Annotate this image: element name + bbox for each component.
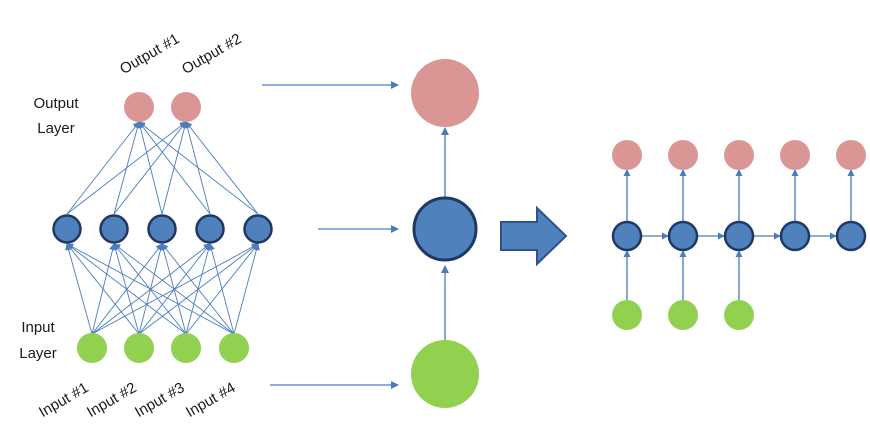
input-hidden-connection bbox=[161, 243, 235, 335]
abstract-hidden-node bbox=[412, 196, 478, 262]
output-layer-label: Output Layer bbox=[33, 95, 79, 137]
hidden-output-connection bbox=[113, 121, 141, 215]
input-hidden-connection bbox=[66, 243, 140, 335]
output-layer-label-line1: Output bbox=[33, 95, 79, 112]
unrolled-hidden-node bbox=[611, 220, 643, 252]
hidden-node bbox=[99, 214, 129, 244]
hidden-node bbox=[147, 214, 177, 244]
unrolled-output-node bbox=[612, 140, 642, 170]
abstract-output-node bbox=[411, 59, 479, 127]
hidden-output-connection bbox=[137, 121, 163, 215]
right-arrow-icon bbox=[500, 205, 568, 267]
hidden-node bbox=[52, 214, 82, 244]
hidden-output-connection bbox=[66, 121, 140, 215]
input-hidden-connection bbox=[233, 243, 260, 335]
input-node bbox=[171, 333, 201, 363]
input-node bbox=[219, 333, 249, 363]
unrolled-output-node bbox=[780, 140, 810, 170]
hidden-node bbox=[243, 214, 273, 244]
output-label-2: Output #2 bbox=[179, 30, 245, 78]
input-hidden-connection bbox=[65, 243, 93, 335]
unrolled-input-node bbox=[612, 300, 642, 330]
output-node bbox=[124, 92, 154, 122]
unrolled-output-node bbox=[724, 140, 754, 170]
input-node bbox=[77, 333, 107, 363]
output-label-1: Output #1 bbox=[117, 30, 183, 78]
hidden-output-connection bbox=[138, 121, 211, 215]
unrolled-output-node bbox=[668, 140, 698, 170]
input-layer-label-line1: Input bbox=[21, 319, 55, 336]
unrolled-network bbox=[611, 140, 867, 330]
input-label-2: Input #2 bbox=[84, 379, 139, 421]
output-node bbox=[171, 92, 201, 122]
input-hidden-connection bbox=[66, 243, 187, 335]
input-layer-label-line2: Layer bbox=[19, 345, 57, 362]
input-hidden-connection bbox=[66, 243, 235, 335]
input-layer-label: Input Layer bbox=[19, 319, 57, 362]
abstract-input-node bbox=[411, 340, 479, 408]
hidden-node bbox=[195, 214, 225, 244]
input-label-4: Input #4 bbox=[183, 379, 238, 421]
unrolled-input-node bbox=[668, 300, 698, 330]
unrolled-hidden-node bbox=[667, 220, 699, 252]
input-label-1: Input #1 bbox=[36, 379, 91, 421]
unrolled-output-node bbox=[836, 140, 866, 170]
unrolled-input-node bbox=[724, 300, 754, 330]
input-hidden-connection bbox=[113, 243, 235, 335]
hidden-output-connection bbox=[185, 121, 259, 215]
unrolled-hidden-node bbox=[835, 220, 867, 252]
hidden-output-connection bbox=[113, 121, 187, 215]
unrolled-hidden-node bbox=[779, 220, 811, 252]
input-node bbox=[124, 333, 154, 363]
hidden-output-connection bbox=[138, 121, 259, 215]
unrolled-hidden-node bbox=[723, 220, 755, 252]
left-network-nodes bbox=[52, 92, 273, 363]
output-layer-label-line2: Layer bbox=[37, 120, 75, 137]
input-hidden-connection bbox=[208, 243, 235, 335]
input-label-3: Input #3 bbox=[132, 379, 187, 421]
left-network-connections bbox=[65, 121, 260, 335]
